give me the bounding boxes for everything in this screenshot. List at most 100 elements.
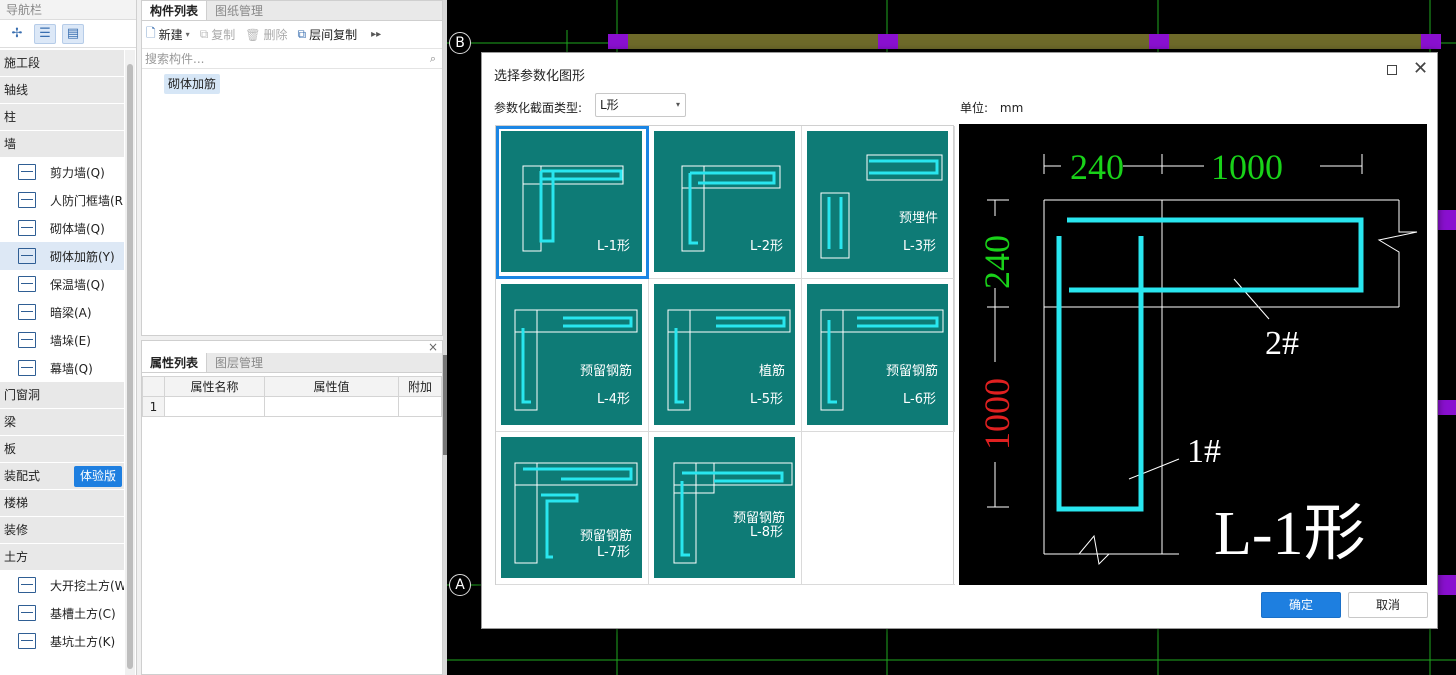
nav-scrollbar[interactable] [125, 50, 135, 675]
shape-option-l7[interactable]: 预留钢筋 L-7形 [496, 432, 649, 585]
shape-thumbnail: 预留钢筋 L-8形 [654, 437, 795, 578]
preview-rebar-2: 2# [1265, 325, 1299, 362]
nav-category-label: 板 [4, 442, 17, 456]
ok-button[interactable]: 确定 [1261, 592, 1341, 618]
axis-bubble-b[interactable]: B [449, 32, 471, 54]
nav-title: 导航栏 [0, 0, 136, 20]
panel-splitter[interactable] [443, 0, 447, 675]
nav-item-shear-wall[interactable]: 剪力墙(Q) [0, 158, 124, 186]
shape-note: 预留钢筋 [579, 364, 632, 379]
insulation-wall-icon [18, 276, 36, 292]
shape-thumbnail-drawing [820, 309, 944, 411]
nav-item-civil-defense-door-wall[interactable]: 人防门框墙(R [0, 186, 124, 214]
nav-item-curtain-wall[interactable]: 幕墙(Q) [0, 354, 124, 382]
nav-category-label: 楼梯 [4, 496, 29, 510]
close-icon[interactable]: × [427, 340, 438, 354]
nav-item-pit-earthwork[interactable]: 基坑土方(K) [0, 627, 124, 655]
cancel-button[interactable]: 取消 [1348, 592, 1428, 618]
preview-shape-label: L-1形 [1214, 500, 1366, 568]
nav-category-door-window-opening[interactable]: 门窗洞 [0, 382, 124, 409]
maximize-icon[interactable] [1387, 65, 1397, 75]
table-row[interactable]: 1 [142, 396, 442, 417]
shape-note: 预留钢筋 [885, 364, 938, 379]
nav-item-wall-pier[interactable]: 墙垛(E) [0, 326, 124, 354]
preview-rebar-1: 1# [1187, 433, 1221, 470]
search-input[interactable]: 搜索构件... [145, 52, 205, 66]
properties-tabs: 属性列表 图层管理 [142, 353, 442, 373]
shape-option-l1[interactable]: L-1形 [496, 126, 649, 279]
nav-category-stairs[interactable]: 楼梯 [0, 490, 124, 517]
nav-item-masonry-wall[interactable]: 砌体墙(Q) [0, 214, 124, 242]
nav-category-label: 轴线 [4, 83, 29, 97]
floor-copy-button[interactable]: ⧉层间复制 [298, 26, 358, 43]
property-name-cell[interactable] [164, 396, 265, 417]
property-value-cell[interactable] [264, 396, 399, 417]
trial-badge[interactable]: 体验版 [73, 466, 122, 487]
nav-item-trench-earthwork[interactable]: 基槽土方(C) [0, 599, 124, 627]
nav-category-prefab[interactable]: 装配式体验版 [0, 463, 124, 490]
shape-thumbnail: 植筋 L-5形 [654, 284, 795, 425]
nav-category-construction-section[interactable]: 施工段 [0, 50, 124, 77]
shape-preview-drawing: 240 1000 240 1000 2# 1# L-1形 [977, 147, 1418, 568]
nav-item-insulation-wall[interactable]: 保温墙(Q) [0, 270, 124, 298]
nav-category-earthwork[interactable]: 土方 [0, 544, 124, 571]
mass-excavation-icon [18, 577, 36, 593]
shape-option-l5[interactable]: 植筋 L-5形 [649, 279, 802, 432]
preview-dim-left-top: 240 [977, 235, 1017, 289]
nav-category-axis[interactable]: 轴线 [0, 77, 124, 104]
shape-option-l3[interactable]: 预埋件 L-3形 [802, 126, 955, 279]
door-frame-wall-icon [18, 192, 36, 208]
toolbar-overflow-icon[interactable]: ▸▸ [371, 29, 382, 40]
section-type-select[interactable]: L形 ▾ [595, 93, 686, 117]
component-item[interactable]: 砌体加筋 [164, 74, 221, 94]
detail-view-icon[interactable]: ▤ [62, 23, 84, 44]
parametric-shape-dialog: 选择参数化图形 ✕ 参数化截面类型: L形 ▾ 单位: mm L-1形 L-2形… [481, 52, 1438, 629]
search-icon[interactable]: ⌕ [429, 51, 436, 65]
component-toolbar: 🗋新建▾ ⧉复制 🗑删除 ⧉层间复制 ▸▸ [142, 21, 442, 49]
axis-bubble-a[interactable]: A [449, 574, 471, 596]
shape-label: L-8形 [750, 525, 783, 540]
row-index-header [142, 376, 165, 397]
shape-preview: 240 1000 240 1000 2# 1# L-1形 [959, 124, 1427, 585]
nav-category-column[interactable]: 柱 [0, 104, 124, 131]
new-label: 新建 [158, 28, 183, 42]
copy-label: 复制 [211, 28, 236, 42]
shape-option-l6[interactable]: 预留钢筋 L-6形 [802, 279, 955, 432]
nav-category-beam[interactable]: 梁 [0, 409, 124, 436]
tab-component-list[interactable]: 构件列表 [142, 1, 208, 20]
nav-item-mass-excavation[interactable]: 大开挖土方(W [0, 571, 124, 599]
new-button[interactable]: 🗋新建▾ [146, 24, 190, 45]
tab-layer-management[interactable]: 图层管理 [215, 356, 264, 370]
close-icon[interactable]: ✕ [1413, 58, 1429, 79]
row-index: 1 [142, 396, 165, 417]
copy-button[interactable]: ⧉复制 [200, 26, 236, 43]
nav-item-masonry-reinforcement[interactable]: 砌体加筋(Y) [0, 242, 124, 270]
shape-option-l4[interactable]: 预留钢筋 L-4形 [496, 279, 649, 432]
nav-scrollbar-thumb[interactable] [127, 64, 133, 669]
nav-category-slab[interactable]: 板 [0, 436, 124, 463]
component-search[interactable]: 搜索构件... ⌕ [142, 49, 442, 69]
nav-category-label: 装修 [4, 523, 29, 537]
nav-category-wall[interactable]: 墙 [0, 131, 124, 158]
trench-icon [18, 605, 36, 621]
shape-thumbnail: 预留钢筋 L-6形 [807, 284, 948, 425]
chevron-down-icon[interactable]: ▾ [185, 30, 190, 39]
pin-icon[interactable]: ✢ [11, 26, 23, 41]
tab-property-list[interactable]: 属性列表 [142, 353, 208, 372]
splitter-grip[interactable] [443, 355, 447, 455]
list-view-icon[interactable]: ☰ [34, 23, 56, 44]
column-header: 属性名称 [164, 376, 265, 397]
nav-item-label: 剪力墙(Q) [50, 165, 105, 180]
delete-button[interactable]: 🗑删除 [245, 26, 287, 43]
nav-category-decoration[interactable]: 装修 [0, 517, 124, 544]
section-type-label: 参数化截面类型: [494, 101, 583, 115]
navigation-panel: 导航栏 ✢ ☰ ▤ 施工段 轴线 柱 墙 剪力墙(Q) 人防门框墙(R 砌体墙(… [0, 0, 137, 675]
column-header: 属性值 [264, 376, 399, 397]
shape-option-l2[interactable]: L-2形 [649, 126, 802, 279]
nav-item-hidden-beam[interactable]: 暗梁(A) [0, 298, 124, 326]
shape-option-l8[interactable]: 预留钢筋 L-8形 [649, 432, 802, 585]
nav-category-label: 梁 [4, 415, 17, 429]
unit-label: 单位: [960, 101, 989, 115]
property-extra-cell[interactable] [398, 396, 442, 417]
tab-drawing-management[interactable]: 图纸管理 [215, 4, 264, 18]
